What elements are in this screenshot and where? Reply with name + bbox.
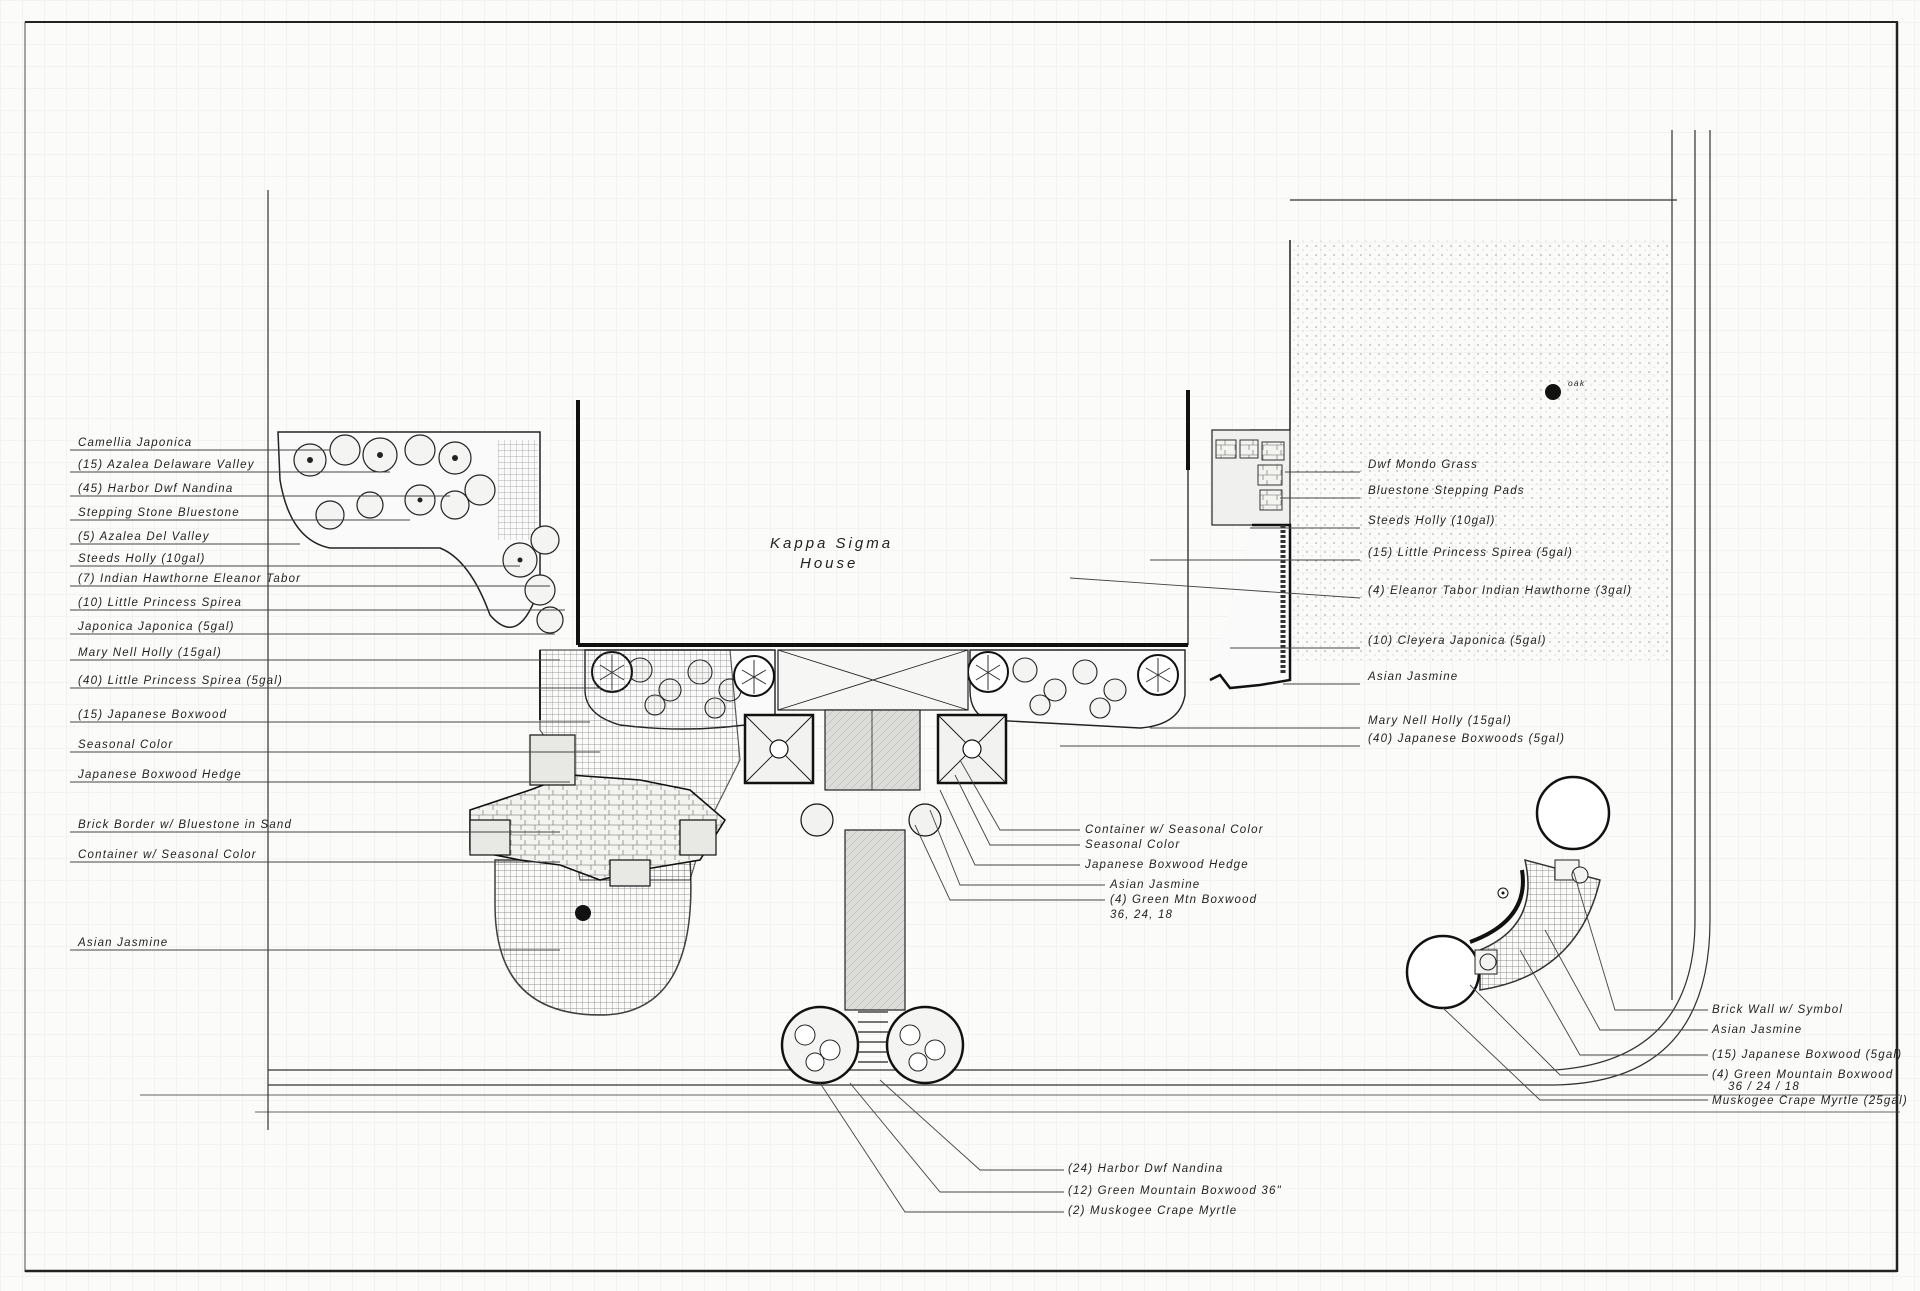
right-upper-bed bbox=[1209, 429, 1292, 690]
center-labels-1: Seasonal Color bbox=[1085, 839, 1180, 851]
left-labels-0: Camellia Japonica bbox=[78, 437, 192, 449]
left-labels: Camellia Japonica (15) Azalea Delaware Va… bbox=[77, 437, 301, 949]
left-labels-9: Mary Nell Holly (15gal) bbox=[78, 647, 222, 659]
right-labels-8: (40) Japanese Boxwoods (5gal) bbox=[1368, 733, 1565, 745]
bottom-labels-2: (2) Muskogee Crape Myrtle bbox=[1068, 1205, 1237, 1217]
left-labels-2: (45) Harbor Dwf Nandina bbox=[78, 483, 233, 495]
center-labels-5: 36, 24, 18 bbox=[1110, 909, 1173, 921]
entry-porch bbox=[777, 649, 969, 791]
left-labels-4: (5) Azalea Del Valley bbox=[78, 531, 210, 543]
bottom-labels-1: (12) Green Mountain Boxwood 36" bbox=[1068, 1185, 1282, 1197]
right-labels-6: Asian Jasmine bbox=[1367, 671, 1458, 683]
left-labels-14: Brick Border w/ Bluestone in Sand bbox=[78, 819, 292, 831]
left-labels-1: (15) Azalea Delaware Valley bbox=[78, 459, 255, 471]
leader-line bbox=[954, 774, 1080, 846]
leader-line bbox=[939, 789, 1080, 866]
property-lines bbox=[140, 130, 1900, 1130]
bottom-right_labels-5: Muskogee Crape Myrtle (25gal) bbox=[1712, 1095, 1908, 1107]
left-labels-11: (15) Japanese Boxwood bbox=[78, 709, 227, 721]
right-labels-3: (15) Little Princess Spirea (5gal) bbox=[1368, 547, 1573, 559]
oak-tree-symbol bbox=[1545, 384, 1561, 400]
bottom-right_labels-3: (4) Green Mountain Boxwood bbox=[1712, 1069, 1893, 1081]
bottom-right_labels-4: 36 / 24 / 18 bbox=[1728, 1081, 1800, 1093]
left-labels-12: Seasonal Color bbox=[78, 739, 173, 751]
right-labels-5: (10) Cleyera Japonica (5gal) bbox=[1368, 635, 1547, 647]
corner-feature bbox=[1405, 775, 1611, 1010]
left-labels-13: Japanese Boxwood Hedge bbox=[77, 769, 242, 781]
crape-myrtle-planters bbox=[780, 1005, 965, 1085]
center-labels-0: Container w/ Seasonal Color bbox=[1085, 824, 1264, 836]
leader-line bbox=[1469, 984, 1708, 1076]
bottom-labels-0: (24) Harbor Dwf Nandina bbox=[1068, 1163, 1223, 1175]
center-labels-3: Asian Jasmine bbox=[1109, 879, 1200, 891]
leader-line bbox=[1069, 577, 1361, 599]
center-labels-4: (4) Green Mtn Boxwood bbox=[1110, 894, 1257, 906]
lawn-right bbox=[1290, 240, 1670, 660]
center-labels-2: Japanese Boxwood Hedge bbox=[1084, 859, 1249, 871]
street-curb bbox=[268, 130, 1711, 1086]
patio-left bbox=[469, 649, 741, 1016]
house-label-line2: House bbox=[800, 555, 858, 572]
pyramid-planter-left bbox=[743, 713, 815, 785]
leader-lines bbox=[70, 449, 1708, 1213]
bottom-right_labels-2: (15) Japanese Boxwood (5gal) bbox=[1712, 1049, 1902, 1061]
left-labels-15: Container w/ Seasonal Color bbox=[78, 849, 257, 861]
left-labels-7: (10) Little Princess Spirea bbox=[78, 597, 242, 609]
bottom-right_labels-1: Asian Jasmine bbox=[1711, 1024, 1802, 1036]
left-labels-5: Steeds Holly (10gal) bbox=[78, 553, 206, 565]
left-labels-6: (7) Indian Hawthorne Eleanor Tabor bbox=[78, 573, 301, 585]
leader-line bbox=[914, 824, 1105, 901]
house-label-line1: Kappa Sigma bbox=[770, 535, 893, 552]
oak-label: oak bbox=[1568, 378, 1585, 388]
bottom-right_labels-0: Brick Wall w/ Symbol bbox=[1712, 1004, 1843, 1016]
right-labels-0: Dwf Mondo Grass bbox=[1368, 459, 1478, 471]
right-labels-1: Bluestone Stepping Pads bbox=[1368, 485, 1525, 497]
leader-line bbox=[959, 759, 1080, 831]
right-labels-4: (4) Eleanor Tabor Indian Hawthorne (3gal… bbox=[1368, 585, 1632, 597]
front-walk bbox=[800, 803, 942, 1011]
left-planting-bed bbox=[277, 431, 564, 634]
left-labels-8: Japonica Japonica (5gal) bbox=[77, 621, 235, 633]
leader-line bbox=[1442, 1007, 1708, 1101]
left-labels-10: (40) Little Princess Spirea (5gal) bbox=[78, 675, 283, 687]
left-labels-3: Stepping Stone Bluestone bbox=[78, 507, 240, 519]
leader-line bbox=[849, 1082, 1064, 1193]
leader-line bbox=[879, 1079, 1064, 1171]
leader-line bbox=[929, 809, 1105, 886]
leader-line bbox=[1572, 869, 1708, 1011]
leader-line bbox=[819, 1082, 1064, 1213]
sheet-border bbox=[24, 21, 1899, 1273]
front-planting-bed-right bbox=[967, 649, 1186, 729]
bottom-labels: (24) Harbor Dwf Nandina (12) Green Mounta… bbox=[1068, 1163, 1282, 1217]
leader-line bbox=[1519, 949, 1708, 1056]
right-labels-7: Mary Nell Holly (15gal) bbox=[1368, 715, 1512, 727]
leader-line bbox=[1544, 929, 1708, 1031]
right-labels-2: Steeds Holly (10gal) bbox=[1368, 515, 1496, 527]
left-labels-16: Asian Jasmine bbox=[77, 937, 168, 949]
pyramid-planter-right bbox=[936, 713, 1008, 785]
